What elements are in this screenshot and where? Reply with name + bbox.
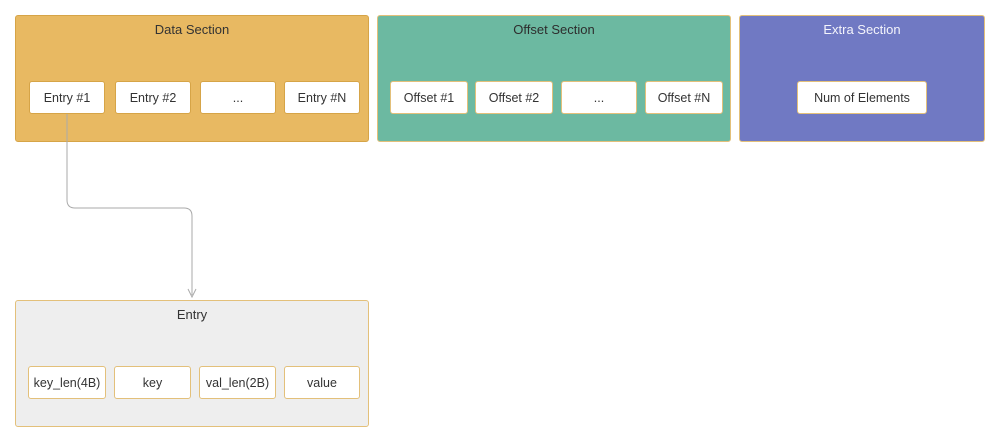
entry-detail-title: Entry [176,307,208,322]
data-entry-n: Entry #N [284,81,360,114]
value-field: value [284,366,360,399]
connector-arrowhead [187,288,197,299]
offset-entry-2: Offset #2 [475,81,553,114]
extra-section: Extra Section Num of Elements [739,15,985,142]
num-of-elements-box: Num of Elements [797,81,927,114]
offset-entry-1: Offset #1 [390,81,468,114]
data-section-title: Data Section [154,22,230,37]
key-field: key [114,366,191,399]
data-entry-1: Entry #1 [29,81,105,114]
offset-section: Offset Section Offset #1 Offset #2 ... O… [377,15,731,142]
extra-section-title: Extra Section [823,22,901,37]
key-len-field: key_len(4B) [28,366,106,399]
data-entry-2: Entry #2 [115,81,191,114]
offset-entry-n: Offset #N [645,81,723,114]
data-section: Data Section Entry #1 Entry #2 ... Entry… [15,15,369,142]
val-len-field: val_len(2B) [199,366,276,399]
offset-section-title: Offset Section [513,22,595,37]
data-entry-ellipsis: ... [200,81,276,114]
entry-detail-section: Entry key_len(4B) key val_len(2B) value [15,300,369,427]
offset-entry-ellipsis: ... [561,81,637,114]
